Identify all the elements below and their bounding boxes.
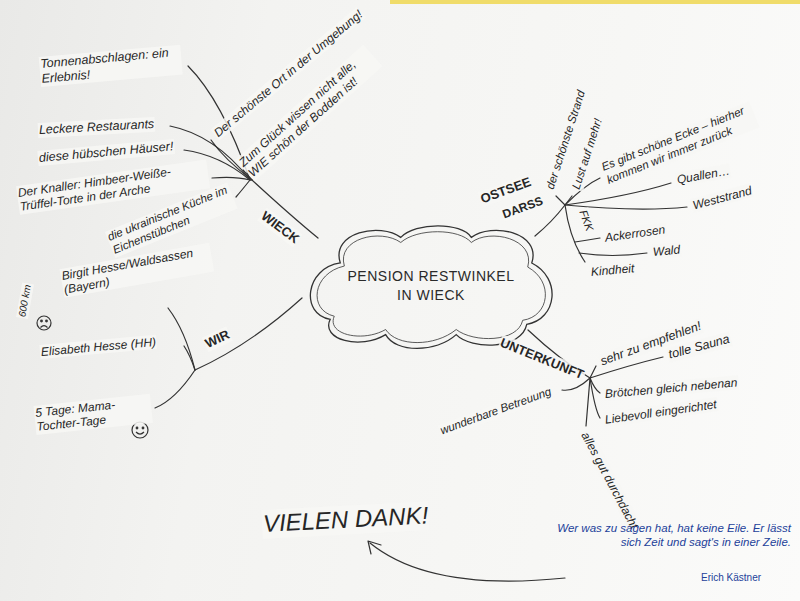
leaf-note: alles gut durchdacht — [578, 429, 642, 532]
leaf-note: Weststrand — [690, 183, 754, 213]
thanks-text: VIELEN DANK! — [261, 501, 430, 539]
leaf-note: 5 Tage: Mama-Tochter-Tage — [33, 393, 152, 434]
leaf-note: Ackerrosen — [603, 222, 667, 245]
center-cloud: PENSION RESTWINKEL IN WIECK — [300, 222, 562, 350]
leaf-note: FKK — [576, 208, 596, 235]
branch-label: WIECK — [257, 208, 303, 248]
cloud-title: PENSION RESTWINKEL IN WIECK — [346, 267, 516, 305]
leaf-note: Leckere Restaurants — [38, 116, 156, 137]
leaf-note: wunderbare Betreuung — [438, 385, 555, 439]
leaf-note: diese hübschen Häuser! — [37, 139, 175, 166]
leaf-note: Liebevoll eingerichtet — [603, 397, 719, 427]
leaf-note: Brötchen gleich nebenan — [603, 375, 739, 401]
quote-text: Wer was zu sagen hat, hat keine Eile. Er… — [548, 522, 792, 550]
branch-lines — [155, 66, 687, 581]
leaf-note: Wald — [651, 242, 681, 259]
paper-edge — [390, 0, 800, 4]
branch-label: WIR — [202, 326, 233, 352]
leaf-note: Quallen… — [675, 163, 732, 187]
leaf-note: Birgit Hesse/Waldsassen (Bayern) — [60, 242, 215, 297]
leaf-note: Elisabeth Hesse (HH) — [39, 335, 157, 360]
leaf-note: Kindheit — [589, 261, 635, 279]
quote-author: Erich Kästner — [700, 572, 762, 584]
leaf-note: Tonnenabschlagen: ein Erlebnis! — [39, 45, 183, 87]
branch-label: UNTERKUNFT — [497, 335, 587, 383]
cloud-outline — [300, 222, 562, 350]
distance-note: 600 km — [16, 283, 34, 319]
